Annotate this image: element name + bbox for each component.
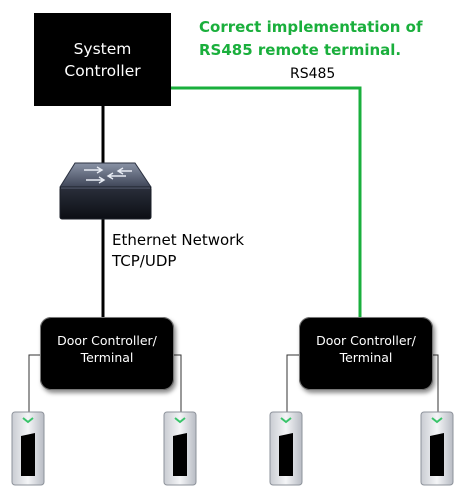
door-controller-label-line-2: Terminal [80,349,134,365]
door-controller-label-line-2: Terminal [339,349,393,365]
title-line-1: Correct implementation of [199,18,423,36]
network-label-line-2: TCP/UDP [112,252,177,270]
reader-wire [174,354,182,412]
reader-wire [433,354,439,412]
reader-wire [28,354,40,412]
title-line-2: RS485 remote terminal. [199,41,402,59]
door-controller-label-line-1: Door Controller/ [316,332,416,348]
rs485-label: RS485 [290,66,336,82]
rs485-line [171,86,362,318]
ethernet-network-label: Ethernet Network TCP/UDP [112,230,244,272]
door-controller-box-left: Door Controller/ Terminal [40,317,174,390]
door-controller-label-line-1: Door Controller/ [57,332,157,348]
system-controller-label-line-1: System [73,39,132,58]
card-reader-icon [420,411,454,486]
card-reader-icon [269,411,303,486]
system-controller-box: System Controller [34,13,171,106]
card-reader-icon [11,411,45,486]
reader-wire [286,354,299,412]
network-label-line-1: Ethernet Network [112,231,245,249]
door-controller-box-right: Door Controller/ Terminal [299,317,433,390]
system-controller-label-line-2: Controller [64,61,141,80]
diagram-title: Correct implementation of RS485 remote t… [199,16,423,62]
network-switch-icon [59,162,152,220]
card-reader-icon [163,411,197,486]
